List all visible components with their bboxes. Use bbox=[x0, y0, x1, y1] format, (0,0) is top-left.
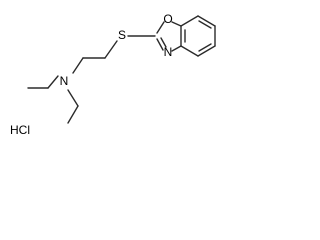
atom-ring-nitrogen-label: N bbox=[164, 45, 173, 59]
bond-n-ethyl2-a bbox=[67, 89, 79, 107]
atom-sulfur-label: S bbox=[118, 28, 126, 42]
atom-labels: S O N N bbox=[60, 12, 173, 88]
bond-n-ethyl1-a bbox=[47, 75, 59, 89]
structure-diagram: S O N N HCl bbox=[10, 12, 216, 137]
bond-benz-2 bbox=[197, 15, 216, 27]
bond-o-c2 bbox=[156, 21, 165, 34]
counter-ion-label: HCl bbox=[10, 123, 30, 137]
bonds bbox=[27, 15, 216, 124]
bond-n-c3a bbox=[171, 45, 182, 52]
bond-benz-1 bbox=[180, 15, 199, 27]
bond-benz-4 bbox=[197, 45, 216, 57]
bond-ch2-n bbox=[72, 57, 84, 74]
bond-c7a-o bbox=[171, 21, 182, 27]
atom-amine-nitrogen-label: N bbox=[60, 74, 69, 88]
atom-oxygen-label: O bbox=[163, 12, 172, 26]
bond-c2-n bbox=[156, 38, 164, 51]
bond-benz-double-1 bbox=[198, 20, 212, 29]
bond-benz-5 bbox=[180, 45, 199, 57]
bond-benz-double-2 bbox=[198, 43, 212, 52]
bond-c2-n-double bbox=[160, 37, 167, 48]
bond-n-ethyl2-b bbox=[67, 105, 79, 124]
bond-s-ch2 bbox=[104, 40, 118, 59]
